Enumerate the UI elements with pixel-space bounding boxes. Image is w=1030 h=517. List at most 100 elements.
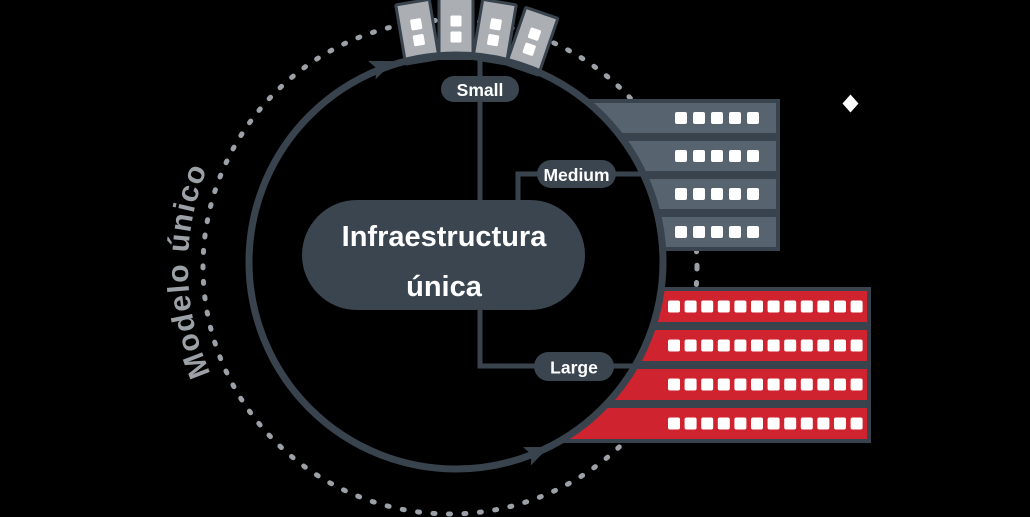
rack-led — [751, 339, 763, 352]
rack-led — [684, 417, 697, 430]
rack-led — [747, 188, 759, 200]
tower-led — [410, 18, 423, 31]
rack-led — [668, 300, 680, 313]
rack-led — [850, 339, 863, 352]
server-tower-body — [394, 0, 441, 66]
rack-led — [800, 378, 813, 391]
rack-led — [701, 339, 714, 352]
rack-led — [684, 339, 697, 352]
rack-led — [675, 112, 687, 124]
rack-led — [729, 112, 741, 124]
tower-led — [489, 18, 502, 31]
rack-led — [711, 226, 723, 238]
cycle-curved-label-text: Modelo único — [162, 159, 216, 383]
rack-led — [668, 378, 680, 391]
server-tower-body — [504, 6, 560, 77]
rack-led — [834, 378, 846, 391]
large-label: Large — [550, 358, 598, 378]
rack-led — [800, 339, 813, 352]
sparkle-diamond-icon — [842, 94, 859, 113]
rack-led — [817, 339, 830, 352]
server-tower — [504, 6, 560, 77]
rack-led — [767, 417, 780, 430]
rack-led — [701, 300, 714, 313]
cycle-circle — [245, 51, 667, 473]
rack-led — [684, 300, 697, 313]
center-label-line1: Infraestructura — [342, 221, 548, 253]
rack-led — [693, 112, 705, 124]
rack-led — [784, 300, 797, 313]
rack-led — [717, 300, 730, 313]
cycle-arrow-top — [368, 60, 395, 80]
rack-led — [767, 300, 780, 313]
rack-led — [729, 226, 741, 238]
rack-row — [556, 213, 780, 251]
rack-row — [556, 99, 780, 137]
rack-led — [729, 188, 741, 200]
rack-led — [717, 339, 730, 352]
rack-led — [734, 378, 747, 391]
rack-led — [675, 188, 687, 200]
tower-led — [522, 42, 536, 56]
rack-led — [734, 300, 747, 313]
rack-led — [784, 417, 797, 430]
rack-led — [817, 417, 830, 430]
rack-led — [675, 150, 687, 162]
rack-led — [717, 417, 730, 430]
rack-led — [711, 188, 723, 200]
rack-led — [711, 112, 723, 124]
server-tower — [394, 0, 441, 66]
server-tower-body — [437, 0, 475, 60]
rack-led — [850, 300, 863, 313]
tower-led — [450, 31, 462, 43]
rack-row — [546, 287, 871, 326]
rack-led — [729, 150, 741, 162]
rack-led — [711, 150, 723, 162]
rack-led — [747, 150, 759, 162]
rack-led — [693, 226, 705, 238]
rack-led — [668, 339, 680, 352]
rack-led — [701, 417, 714, 430]
server-tower — [437, 0, 475, 60]
rack-row-body — [556, 213, 780, 251]
rack-led — [784, 339, 797, 352]
rack-led — [693, 188, 705, 200]
rack-led — [800, 300, 813, 313]
rack-led — [751, 417, 763, 430]
tower-led — [527, 27, 542, 41]
rack-led — [834, 339, 846, 352]
rack-led — [675, 226, 687, 238]
rack-led — [693, 150, 705, 162]
rack-led — [734, 339, 747, 352]
rack-led — [751, 378, 763, 391]
rack-led — [834, 417, 846, 430]
medium-label-pill: Medium — [537, 160, 616, 188]
rack-led — [767, 378, 780, 391]
rack-led — [767, 339, 780, 352]
rack-led — [850, 378, 863, 391]
rack-led — [817, 300, 830, 313]
server-tower-body — [471, 0, 518, 66]
rack-led — [834, 300, 846, 313]
small-label: Small — [457, 80, 504, 100]
cycle-arrow-bottom — [522, 446, 549, 466]
rack-led — [701, 378, 714, 391]
tower-led — [450, 15, 462, 27]
rack-led — [817, 378, 830, 391]
rack-led — [734, 417, 747, 430]
small-server-towers — [394, 0, 560, 77]
server-tower — [471, 0, 518, 66]
tower-led — [487, 33, 500, 47]
rack-led — [747, 112, 759, 124]
cycle-curved-label: Modelo único — [162, 159, 217, 383]
small-label-pill: Small — [441, 76, 519, 102]
rack-led — [751, 300, 763, 313]
rack-led — [784, 378, 797, 391]
center-infrastructure-pill: Infraestructura única — [302, 200, 585, 310]
rack-led — [747, 226, 759, 238]
rack-led — [850, 417, 863, 430]
tower-led — [412, 33, 425, 47]
rack-led — [684, 378, 697, 391]
